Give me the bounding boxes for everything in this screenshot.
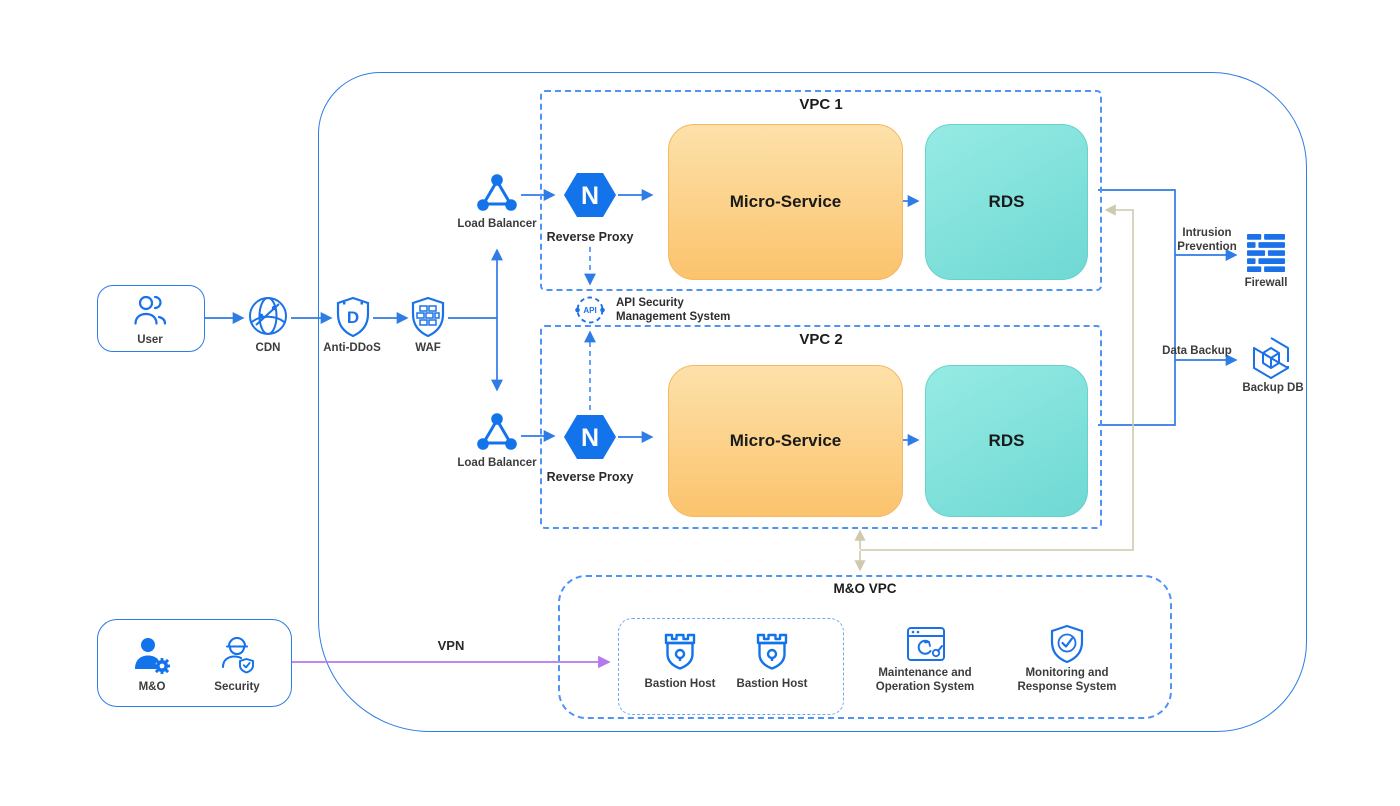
user-label: User: [137, 334, 163, 346]
mo-vpc-title: M&O VPC: [833, 581, 897, 596]
vpn-label: VPN: [437, 638, 465, 653]
firewall-icon: [1247, 234, 1285, 273]
user-icon: [134, 295, 167, 325]
vpc1-load-balancer-label: Load Balancer: [457, 218, 537, 230]
vpc1-container: VPC 1: [540, 90, 1102, 291]
admin-box: [97, 619, 292, 707]
intrusion-prevention-label-line1: Intrusion: [1182, 227, 1232, 239]
user-box: [97, 285, 205, 352]
waf-icon: [411, 296, 445, 338]
vpc2-micro-service-box: Micro-Service: [668, 365, 903, 517]
mo-admin-label: M&O: [138, 681, 166, 693]
mo-vpc-container: M&O VPC: [558, 575, 1172, 719]
api-security-label-line2: Management System: [616, 311, 731, 323]
vpc1-reverse-proxy-icon: N: [564, 173, 616, 217]
vpc1-reverse-proxy-label: Reverse Proxy: [546, 230, 634, 244]
vpc1-rds-box: RDS: [925, 124, 1088, 280]
backup-db-label: Backup DB: [1242, 382, 1304, 394]
vpc2-reverse-proxy-icon-letter: N: [581, 424, 599, 452]
vpc2-reverse-proxy-label: Reverse Proxy: [546, 470, 634, 484]
vpc1-load-balancer-icon: [477, 174, 517, 211]
data-backup-label: Data Backup: [1162, 345, 1232, 357]
bastion-host-2-label: Bastion Host: [736, 678, 808, 690]
anti-ddos-icon-letter: D: [347, 308, 359, 327]
cloud-boundary: [318, 72, 1307, 732]
api-security-label-line1: API Security: [616, 297, 684, 309]
monitoring-response-label-line1: Monitoring and: [1025, 667, 1109, 679]
cdn-label: CDN: [255, 342, 281, 354]
bastion-host-2-icon: [756, 633, 788, 670]
security-admin-icon: [221, 637, 254, 674]
vpc2-rds-label: RDS: [988, 431, 1025, 450]
api-security-icon-text: API: [583, 306, 596, 315]
vpc2-title: VPC 2: [799, 331, 843, 348]
maintenance-operation-icon: [907, 627, 945, 661]
maintenance-operation-label-line2: Operation System: [875, 681, 975, 693]
api-security-icon: API: [575, 296, 605, 324]
vpc1-rds-label: RDS: [988, 192, 1025, 211]
intrusion-prevention-label-line2: Prevention: [1177, 241, 1237, 253]
anti-ddos-icon: D: [336, 296, 370, 338]
maintenance-operation-label-line1: Maintenance and: [878, 667, 972, 679]
vpc2-container: VPC 2: [540, 325, 1102, 529]
vpc1-micro-service-label: Micro-Service: [729, 192, 842, 211]
bastion-host-1-icon: [664, 633, 696, 670]
vpc2-load-balancer-label: Load Balancer: [457, 457, 537, 469]
waf-label: WAF: [415, 342, 441, 354]
mo-admin-icon: [135, 638, 170, 674]
vpc2-rds-box: RDS: [925, 365, 1088, 517]
firewall-label: Firewall: [1244, 277, 1288, 289]
anti-ddos-label: Anti-DDoS: [323, 342, 381, 354]
monitoring-response-label-line2: Response System: [1017, 681, 1117, 693]
bastion-host-group: [618, 618, 844, 715]
vpc2-load-balancer-icon: [477, 413, 517, 450]
vpc2-micro-service-label: Micro-Service: [729, 431, 842, 450]
vpc1-title: VPC 1: [799, 96, 843, 113]
security-admin-label: Security: [214, 681, 260, 693]
vpc1-micro-service-box: Micro-Service: [668, 124, 903, 280]
vpc1-reverse-proxy-icon-letter: N: [581, 182, 599, 210]
monitoring-response-icon: [1050, 624, 1084, 664]
bastion-host-1-label: Bastion Host: [644, 678, 716, 690]
cdn-icon: [249, 297, 287, 335]
vpc2-reverse-proxy-icon: N: [564, 415, 616, 459]
backup-db-icon: [1253, 337, 1289, 379]
